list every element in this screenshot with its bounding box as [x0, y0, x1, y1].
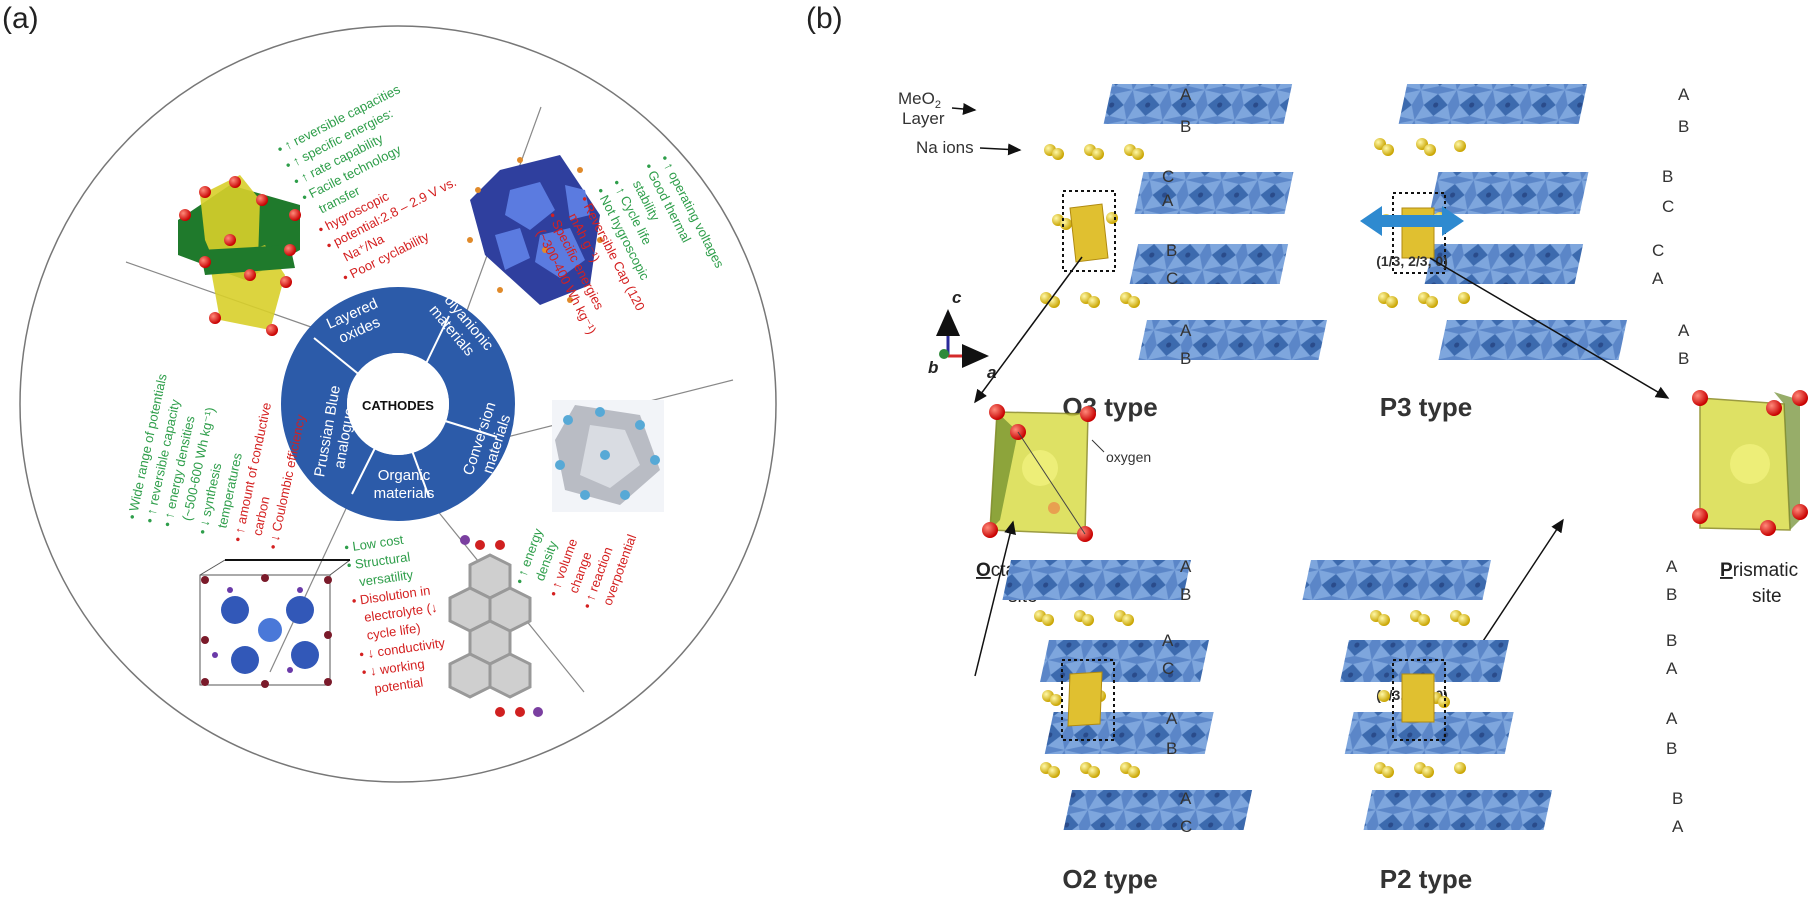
- svg-text:Organic: Organic: [378, 467, 431, 484]
- prussian-blue-crystal-image: [199, 559, 351, 688]
- p3-stacking-labels: A B B C C A A B: [1652, 85, 1690, 368]
- panel-b-label: (b): [806, 2, 843, 35]
- svg-text:A: A: [1652, 269, 1664, 288]
- prismatic-site-word: site: [1752, 586, 1782, 607]
- o3-p3-vector: (1/3, 2/3, 0): [1376, 253, 1448, 269]
- polyanionic-properties: • ↑ operating voltages • Good thermal st…: [534, 153, 728, 337]
- svg-text:A: A: [1180, 85, 1192, 104]
- svg-text:C: C: [1180, 817, 1192, 836]
- p2-stacking-labels: A B B A A B B A: [1666, 557, 1684, 836]
- svg-text:B: B: [1662, 167, 1673, 186]
- svg-text:C: C: [1662, 197, 1674, 216]
- polyanionic-crystal-image: [467, 155, 603, 305]
- organic-molecule-image: [448, 535, 543, 717]
- svg-text:C: C: [1162, 659, 1174, 678]
- svg-text:B: B: [1678, 349, 1689, 368]
- layered-oxide-crystal-image: [178, 175, 301, 336]
- svg-text:b: b: [928, 358, 938, 377]
- p3-type-title: P3 type: [1380, 392, 1473, 422]
- svg-text:B: B: [1180, 585, 1191, 604]
- svg-text:c: c: [952, 288, 962, 307]
- svg-text:B: B: [1180, 349, 1191, 368]
- svg-text:B: B: [1666, 585, 1677, 604]
- svg-text:B: B: [1180, 117, 1191, 136]
- svg-text:A: A: [1678, 85, 1690, 104]
- svg-text:A: A: [1180, 557, 1192, 576]
- layer-label: Layer: [902, 109, 945, 128]
- svg-text:materials: materials: [374, 485, 435, 502]
- svg-text:a: a: [987, 363, 996, 382]
- svg-text:A: A: [1666, 557, 1678, 576]
- svg-text:C: C: [1652, 241, 1664, 260]
- svg-text:cycle life): cycle life): [366, 620, 422, 642]
- p3-stack: [1374, 84, 1627, 360]
- svg-text:A: A: [1162, 191, 1174, 210]
- panel-a-label: (a): [2, 2, 39, 35]
- svg-text:A: A: [1162, 631, 1174, 650]
- p2-stack: [1302, 560, 1553, 830]
- crystal-axes: c a b: [928, 288, 996, 382]
- o3-stacking-labels: A B C A B C A B: [1162, 85, 1192, 368]
- svg-text:A: A: [1180, 789, 1192, 808]
- svg-text:B: B: [1666, 631, 1677, 650]
- svg-text:C: C: [1162, 167, 1174, 186]
- svg-text:A: A: [1678, 321, 1690, 340]
- svg-text:A: A: [1666, 659, 1678, 678]
- octahedral-site-model: [982, 404, 1096, 542]
- svg-text:B: B: [1166, 241, 1177, 260]
- svg-text:A: A: [1180, 321, 1192, 340]
- prismatic-site-label: Prismatic: [1720, 560, 1798, 581]
- na-ions-label: Na ions: [916, 138, 974, 157]
- o2-type-title: O2 type: [1062, 864, 1157, 894]
- svg-text:potential: potential: [373, 674, 424, 696]
- svg-text:A: A: [1666, 709, 1678, 728]
- meo2-label: MeO2: [898, 89, 941, 111]
- svg-text:B: B: [1678, 117, 1689, 136]
- svg-text:B: B: [1666, 739, 1677, 758]
- o2-stacking-labels: A B A C A B A C: [1162, 557, 1192, 836]
- o3-p3-transition-arrow: [1360, 206, 1464, 236]
- svg-text:C: C: [1166, 269, 1178, 288]
- o3-stack: [1040, 84, 1327, 360]
- svg-text:B: B: [1166, 739, 1177, 758]
- svg-text:B: B: [1672, 789, 1683, 808]
- p2-type-title: P2 type: [1380, 864, 1473, 894]
- o2-stack: [1002, 560, 1253, 830]
- organic-materials-label: Organic materials: [374, 467, 435, 502]
- prussian-blue-properties: • Wide range of potentials • ↑ reversibl…: [124, 372, 308, 551]
- oxygen-label: oxygen: [1106, 449, 1151, 465]
- conversion-crystal-image: [552, 400, 664, 512]
- prismatic-site-model: [1692, 390, 1808, 536]
- svg-text:A: A: [1166, 709, 1178, 728]
- svg-text:A: A: [1672, 817, 1684, 836]
- cathodes-center-label: CATHODES: [362, 398, 434, 413]
